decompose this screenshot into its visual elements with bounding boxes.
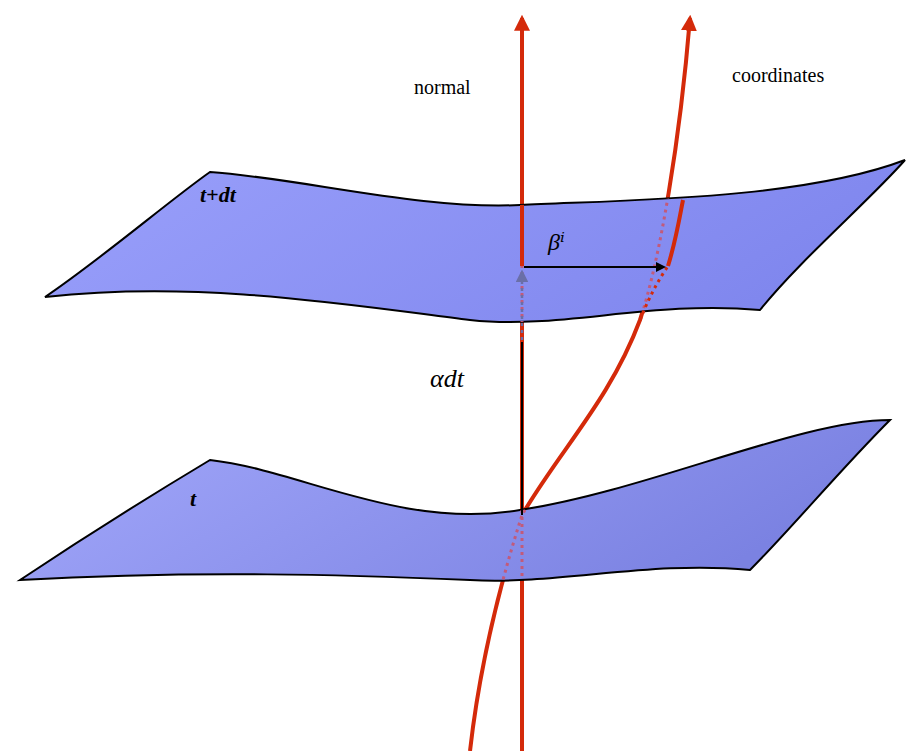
normal-label: normal [414,76,471,99]
lapse-arrow [521,272,524,340]
normal-dotted [521,18,524,751]
normal-line [520,18,524,751]
surface-label: t+dt [200,182,236,208]
coordinates-label: coordinates [732,64,824,87]
surface-shape [40,155,910,335]
surface-shape [15,415,895,590]
hypersurface: t [15,415,895,590]
lapse-label: αdt [430,364,464,394]
coord-dotted-top [640,266,668,320]
coordinate-dotted [470,18,690,751]
lapse-segment [521,342,523,515]
shift-label: βⁱ [548,228,565,256]
hidden-parts [470,18,690,751]
hypersurface: t+dt [40,155,910,335]
surface-label: t [190,486,196,512]
coordinate-curve [470,18,690,751]
normal-front [520,205,524,266]
shift-arrow [524,266,664,268]
coord-front [668,200,683,266]
